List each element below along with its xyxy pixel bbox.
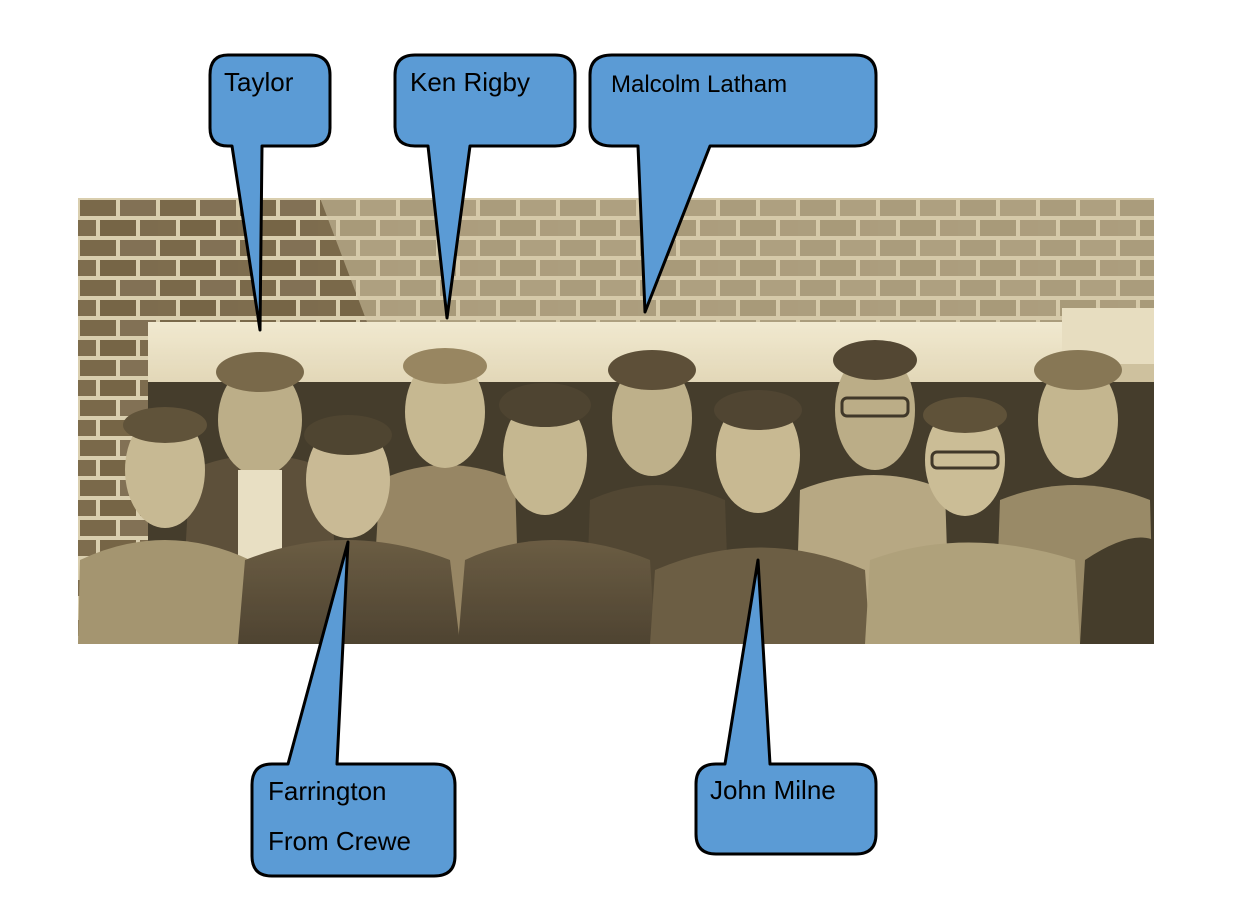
callout-farrington-label-line2: From Crewe	[268, 826, 412, 856]
callout-malcolm-latham	[588, 53, 878, 314]
callout-farrington-label-line1: Farrington	[268, 776, 387, 806]
callout-ken-rigby-label: Ken Rigby	[410, 67, 530, 97]
callout-ken-rigby-bubble	[393, 53, 577, 320]
sepia-tint	[78, 198, 1154, 644]
callout-john-milne	[694, 558, 878, 856]
callout-malcolm-latham-bubble	[588, 53, 878, 314]
wall-shadow	[320, 198, 1154, 330]
callout-ken-rigby	[393, 53, 577, 320]
callout-john-milne-bubble	[694, 558, 878, 856]
callout-john-milne-label: John Milne	[710, 775, 836, 805]
callout-taylor	[208, 53, 332, 332]
group-photograph	[78, 198, 1154, 644]
callout-malcolm-latham-label: Malcolm Latham	[611, 71, 788, 98]
callout-taylor-bubble	[208, 53, 332, 332]
callout-taylor-label: Taylor	[224, 67, 294, 97]
callout-farrington-bubble	[250, 540, 457, 878]
callout-farrington	[250, 540, 457, 878]
